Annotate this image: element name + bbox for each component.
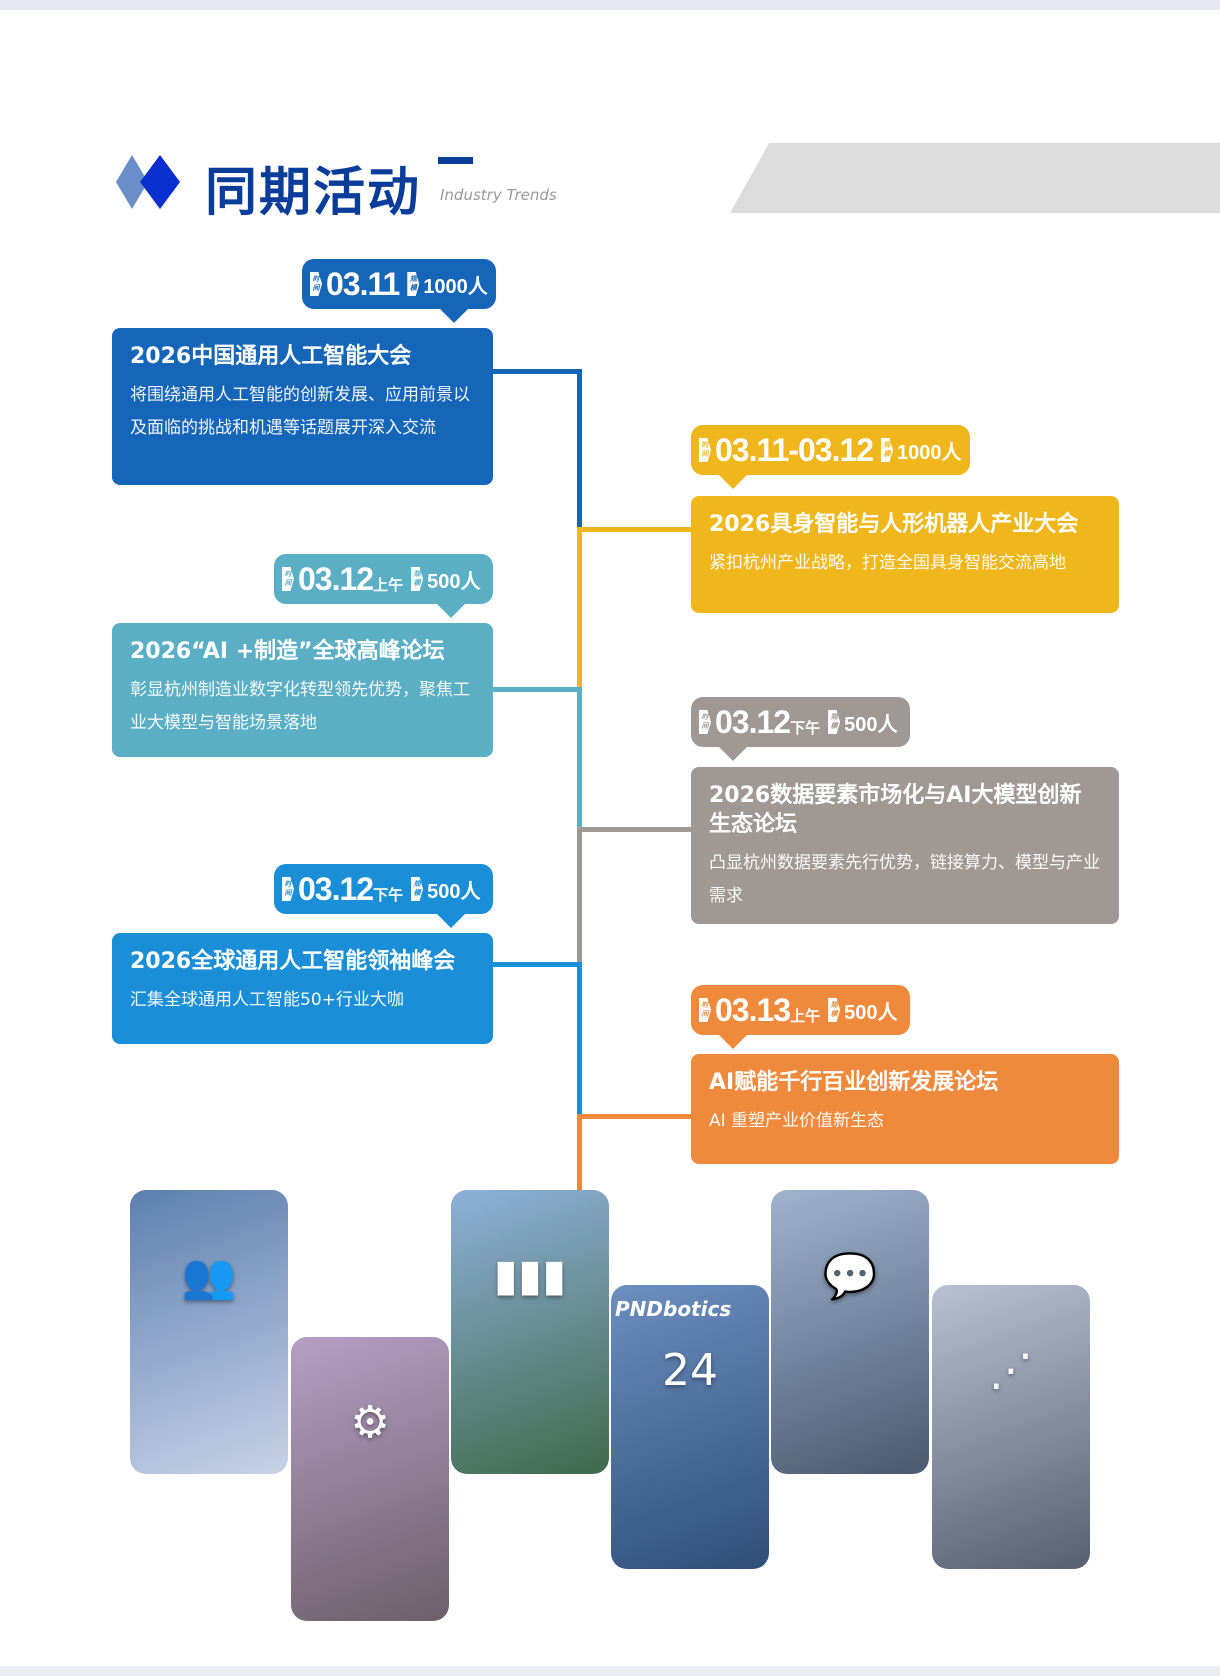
timeline-segment [577,687,582,832]
timeline-segment [577,827,582,967]
timeline-connector [577,1114,691,1119]
podium-icon: ▮▮▮ [493,1250,567,1301]
bottom-bar [0,1666,1220,1676]
timeline-connector [493,687,582,692]
event-photo: 💬 [771,1190,929,1474]
event-date: 03.11 [326,265,400,302]
people-icon: 👥 [181,1251,237,1302]
event-card: 2026数据要素市场化与AI大模型创新生态论坛凸显杭州数据要素先行优势，链接算力… [691,767,1119,924]
event-title: 2026具身智能与人形机器人产业大会 [709,512,1079,537]
time-label: 时间 [282,877,294,901]
share-icon: ⋰ [989,1345,1033,1396]
timeline-segment [577,962,582,1119]
event-date: 03.12下午 [298,870,404,907]
event-photo: 👥 [130,1190,288,1474]
event-description: 将围绕通用人工智能的创新发展、应用前景以及面临的挑战和机遇等话题展开深入交流 [130,385,470,438]
event-title: AI赋能千行百业创新发展论坛 [709,1070,999,1095]
event-card: 2026全球通用人工智能领袖峰会汇集全球通用人工智能50+行业大咖 [112,933,493,1044]
event-photo: ⋰ [932,1285,1090,1569]
event-description: 凸显杭州数据要素先行优势，链接算力、模型与产业需求 [709,853,1100,906]
timeline-connector [577,827,691,832]
event-date: 03.12下午 [715,703,821,740]
timeline-connector [493,962,582,967]
event-badge: 时间 03.12下午 规模 500人 [274,864,493,928]
event-card: 2026中国通用人工智能大会将围绕通用人工智能的创新发展、应用前景以及面临的挑战… [112,328,493,485]
event-date: 03.13上午 [715,991,821,1028]
24h-icon: 24 [662,1345,718,1396]
event-badge: 时间 03.11-03.12 规模 1000人 [691,425,970,489]
scale-label: 规模 [407,272,420,296]
chat-icon: 💬 [822,1251,878,1302]
event-title: 2026中国通用人工智能大会 [130,344,412,369]
timeline-segment [577,1114,582,1192]
event-attendance: 1000人 [423,275,488,298]
time-label: 时间 [699,998,711,1022]
event-photo: ⚙ [291,1337,449,1621]
time-label: 时间 [699,710,711,734]
event-photo: PNDbotics 24 [611,1285,769,1569]
event-badge: 时间 03.12下午 规模 500人 [691,697,910,761]
event-attendance: 500人 [427,880,481,903]
event-photo: ▮▮▮ [451,1190,609,1474]
event-date: 03.12上午 [298,560,404,597]
header-decoration [730,143,1220,213]
page-title: 同期活动 [205,163,422,223]
event-badge: 时间 03.11 规模 1000人 [302,259,496,323]
scale-label: 规模 [881,438,894,462]
event-description: 紧扣杭州产业战略，打造全国具身智能交流高地 [709,553,1066,573]
event-date: 03.11-03.12 [715,431,874,468]
event-title: 2026数据要素市场化与AI大模型创新生态论坛 [709,783,1082,837]
timeline-segment [577,369,582,532]
event-badge: 时间 03.12上午 规模 500人 [274,554,493,618]
timeline-connector [577,527,691,532]
diamond-logo-icon [116,155,180,209]
event-attendance: 500人 [844,1001,898,1024]
event-description: AI 重塑产业价值新生态 [709,1111,885,1131]
event-attendance: 500人 [844,713,898,736]
photo-sign-text: PNDbotics [615,1297,732,1321]
event-attendance: 500人 [427,570,481,593]
event-card: 2026具身智能与人形机器人产业大会紧扣杭州产业战略，打造全国具身智能交流高地 [691,496,1119,613]
event-description: 彰显杭州制造业数字化转型领先优势，聚焦工业大模型与智能场景落地 [130,680,470,733]
event-card: 2026“AI +制造”全球高峰论坛彰显杭州制造业数字化转型领先优势，聚焦工业大… [112,623,493,757]
event-card: AI赋能千行百业创新发展论坛 AI 重塑产业价值新生态 [691,1054,1119,1164]
scale-label: 规模 [411,567,424,591]
scale-label: 规模 [828,710,841,734]
title-dash [438,157,473,164]
timeline-segment [577,527,582,692]
event-title: 2026全球通用人工智能领袖峰会 [130,949,456,974]
scale-label: 规模 [411,877,424,901]
time-label: 时间 [699,438,711,462]
event-title: 2026“AI +制造”全球高峰论坛 [130,639,445,664]
page-subtitle: Industry Trends [440,186,557,204]
time-label: 时间 [282,567,294,591]
event-attendance: 1000人 [897,441,962,464]
gear-person-icon: ⚙ [350,1397,390,1448]
time-label: 时间 [310,272,322,296]
scale-label: 规模 [828,998,841,1022]
timeline-connector [493,369,582,374]
event-description: 汇集全球通用人工智能50+行业大咖 [130,990,404,1010]
top-bar [0,0,1220,10]
event-badge: 时间 03.13上午 规模 500人 [691,985,910,1049]
